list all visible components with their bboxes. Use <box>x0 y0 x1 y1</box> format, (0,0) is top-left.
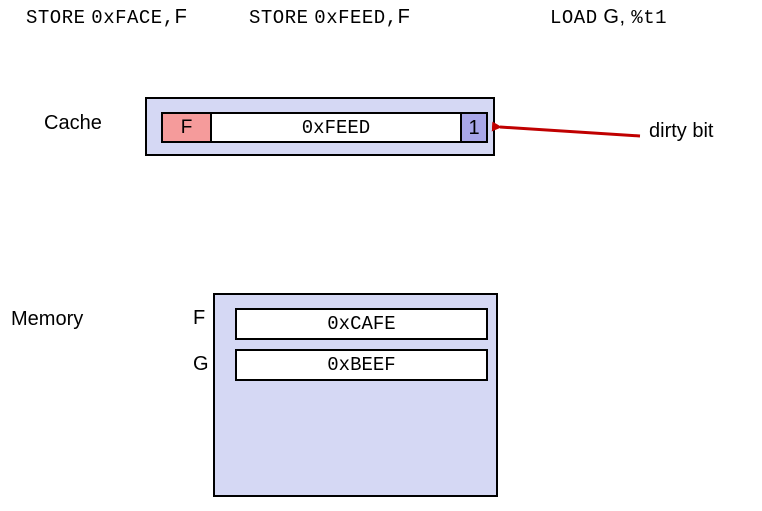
memory-cell-f: 0xCAFE <box>235 308 488 340</box>
cache-data: 0xFEED <box>212 114 460 141</box>
cache-tag: F <box>163 114 212 141</box>
memory-box: 0xCAFE 0xBEEF <box>213 293 498 497</box>
instruction-reg: G, <box>603 6 626 28</box>
dirty-bit-annotation: dirty bit <box>649 120 714 142</box>
dirty-bit-arrow <box>491 121 641 138</box>
instruction-reg: F <box>397 6 411 28</box>
instruction-arg: %t1 <box>631 7 668 29</box>
instruction-op: STORE <box>26 7 86 29</box>
instruction-reg: F <box>174 6 188 28</box>
instruction-op: LOAD <box>550 7 598 29</box>
memory-address-g: G <box>193 353 209 375</box>
cache-dirty-bit: 1 <box>460 114 486 141</box>
instruction-load: LOAD G, %t1 <box>550 6 667 29</box>
cache-box: F 0xFEED 1 <box>145 97 495 156</box>
instruction-store-1: STORE 0xFACE,F <box>26 6 187 29</box>
cache-label: Cache <box>44 112 102 134</box>
memory-address-f: F <box>193 307 206 329</box>
instruction-arg: 0xFACE, <box>91 7 175 29</box>
cache-line: F 0xFEED 1 <box>161 112 488 143</box>
instruction-store-2: STORE 0xFEED,F <box>249 6 410 29</box>
instruction-op: STORE <box>249 7 309 29</box>
memory-label: Memory <box>11 308 84 330</box>
instruction-arg: 0xFEED, <box>314 7 398 29</box>
memory-cell-g: 0xBEEF <box>235 349 488 381</box>
